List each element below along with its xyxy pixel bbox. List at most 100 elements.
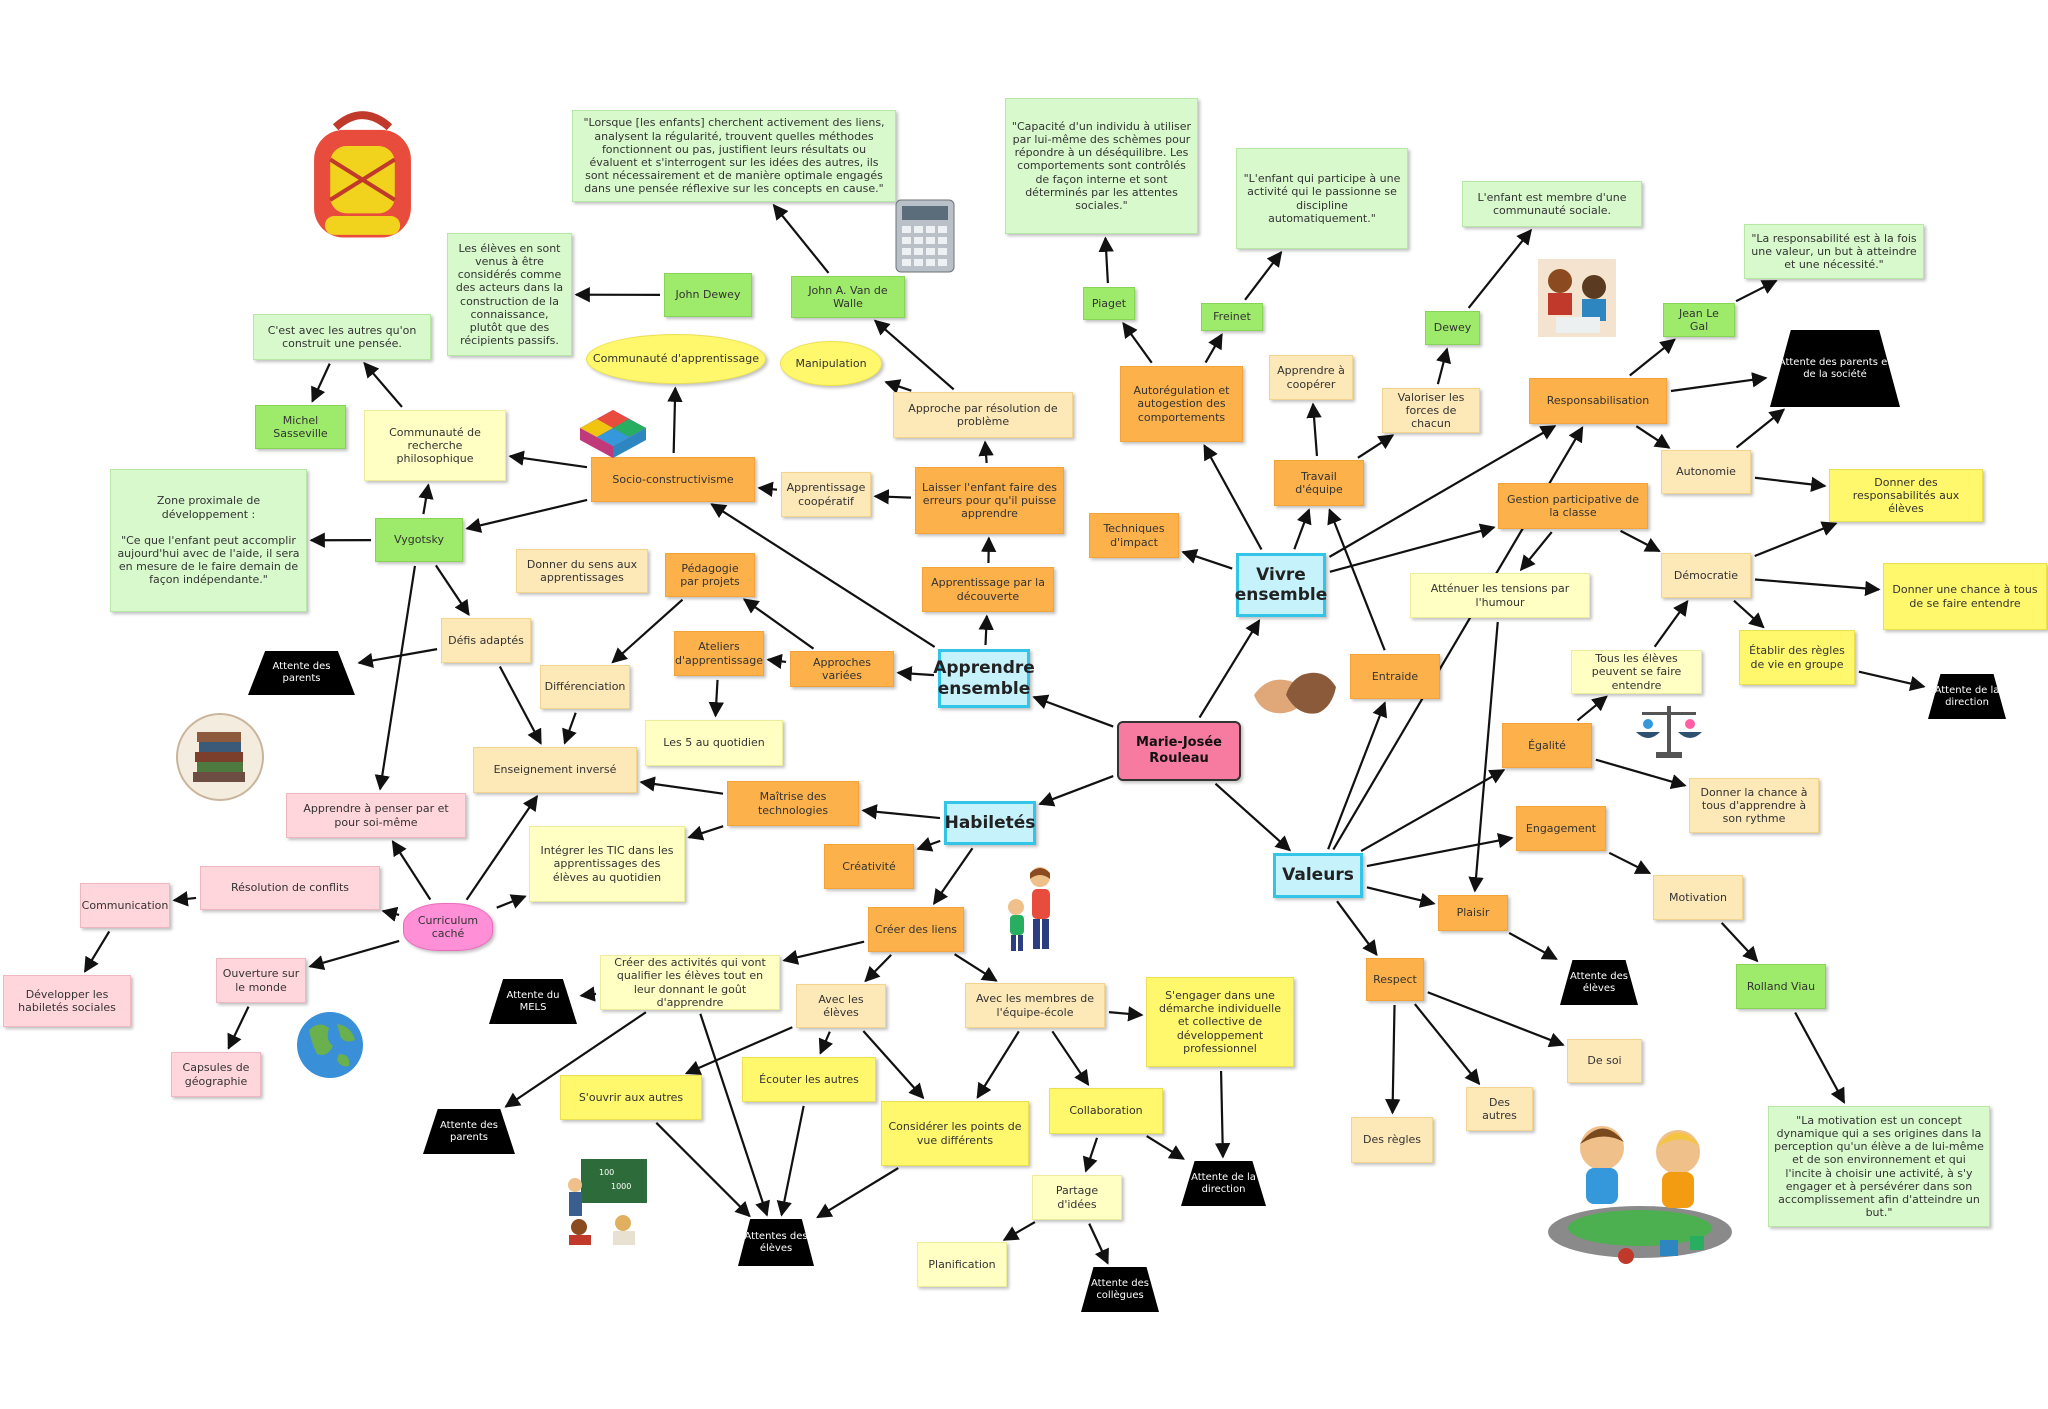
sengager-node[interactable]: S'engager dans une démarche individuelle… [1146,977,1294,1067]
branch-vivre-ensemble[interactable]: Vivre ensemble [1235,553,1327,617]
travail-equipe-node[interactable]: Travail d'équipe [1274,460,1364,506]
quote-autres[interactable]: C'est avec les autres qu'on construit un… [253,314,431,360]
developper-habiletes-node[interactable]: Développer les habiletés sociales [3,975,131,1027]
resolution-conflits-node[interactable]: Résolution de conflits [200,866,380,910]
author-freinet[interactable]: Freinet [1201,303,1263,331]
tous-eleves-node[interactable]: Tous les élèves peuvent se faire entendr… [1571,650,1702,694]
enseignement-inverse-node[interactable]: Enseignement inversé [473,747,637,793]
planification-node[interactable]: Planification [917,1242,1007,1287]
branch-habiletes[interactable]: Habiletés [944,801,1036,845]
author-vygotsky[interactable]: Vygotsky [375,518,463,562]
engagement-node[interactable]: Engagement [1516,806,1606,851]
creativite-node[interactable]: Créativité [824,844,914,889]
attente-direction-node[interactable]: Attente de la direction [1928,674,2006,719]
connector-arrow [699,1013,770,1217]
author-dewey[interactable]: Dewey [1425,311,1480,345]
quote-freinet[interactable]: "L'enfant qui participe à une activité q… [1236,148,1408,249]
democratie-node[interactable]: Démocratie [1661,553,1751,598]
attenuer-tensions-node[interactable]: Atténuer les tensions par l'humour [1410,573,1590,618]
collaboration-node[interactable]: Collaboration [1049,1088,1163,1134]
apprentissage-decouverte-node[interactable]: Apprentissage par la découverte [922,567,1054,612]
etablir-regles-node[interactable]: Établir des règles de vie en groupe [1739,630,1855,685]
souvrir-autres-node[interactable]: S'ouvrir aux autres [560,1075,702,1120]
connector-arrow [1427,991,1565,1048]
techniques-impact-node[interactable]: Techniques d'impact [1089,513,1179,558]
apprentissage-cooperatif-node[interactable]: Apprentissage coopératif [781,472,871,517]
partage-idees-node[interactable]: Partage d'idées [1032,1175,1122,1220]
gestion-participative-node[interactable]: Gestion participative de la classe [1498,483,1648,529]
books-icon [176,713,264,801]
attente-eleves-node[interactable]: Attente des élèves [1560,960,1638,1005]
autonomie-node[interactable]: Autonomie [1661,450,1751,494]
quote-motivation[interactable]: "La motivation est un concept dynamique … [1768,1106,1990,1227]
motivation-node[interactable]: Motivation [1653,875,1743,920]
approches-variees-node[interactable]: Approches variées [790,651,894,687]
apprendre-cooperer-node[interactable]: Apprendre à coopérer [1269,355,1353,400]
laisser-erreurs-node[interactable]: Laisser l'enfant faire des erreurs pour … [915,467,1064,534]
quote-eleves-venus[interactable]: Les élèves en sont venus à être considér… [447,233,572,356]
capsules-geographie-node[interactable]: Capsules de géographie [171,1052,261,1097]
donner-chance-entendre-node[interactable]: Donner une chance à tous de se faire ent… [1883,563,2047,630]
quote-responsabilite[interactable]: "La responsabilité est à la fois une val… [1744,224,1924,279]
manipulation-node[interactable]: Manipulation [780,341,882,386]
curriculum-cache-node[interactable]: Curriculum caché [403,903,493,951]
donner-responsabilites-node[interactable]: Donner des responsabilités aux élèves [1829,469,1983,522]
author-jean-le-gal[interactable]: Jean Le Gal [1663,303,1735,337]
connector-arrow [1293,508,1312,550]
differenciation-node[interactable]: Différenciation [540,665,630,709]
branch-apprendre-ensemble[interactable]: Apprendre ensemble [933,649,1035,708]
approche-resolution-node[interactable]: Approche par résolution de problème [893,392,1073,438]
author-piaget[interactable]: Piaget [1083,287,1135,320]
branch-valeurs[interactable]: Valeurs [1273,853,1363,898]
autoregulation-node[interactable]: Autorégulation et autogestion des compor… [1120,366,1243,442]
connector-arrow [1858,670,1926,692]
ateliers-apprentissage-node[interactable]: Ateliers d'apprentissage [674,631,764,676]
communication-node[interactable]: Communication [80,883,170,928]
considerer-points-node[interactable]: Considérer les points de vue différents [881,1101,1029,1166]
quote-lorsque[interactable]: "Lorsque [les enfants] cherchent activem… [572,110,896,202]
socio-constructivisme-node[interactable]: Socio-constructivisme [591,457,755,502]
entraide-node[interactable]: Entraide [1350,654,1440,699]
ouverture-monde-node[interactable]: Ouverture sur le monde [216,958,306,1003]
connector-arrow [667,386,683,454]
author-john-dewey[interactable]: John Dewey [664,273,752,317]
attente-direction-node-2[interactable]: Attente de la direction [1181,1161,1266,1206]
avec-eleves-node[interactable]: Avec les élèves [796,984,886,1028]
pedagogie-projets-node[interactable]: Pédagogie par projets [665,553,755,597]
author-michel-sasseville[interactable]: Michel Sasseville [255,405,346,449]
plaisir-node[interactable]: Plaisir [1438,895,1508,931]
de-soi-node[interactable]: De soi [1567,1039,1642,1083]
respect-node[interactable]: Respect [1366,958,1424,1001]
attente-mels-node[interactable]: Attente du MELS [489,979,577,1024]
author-van-de-walle[interactable]: John A. Van de Walle [791,276,905,318]
attentes-eleves-node-2[interactable]: Attentes des élèves [738,1219,814,1266]
donner-chance-rythme-node[interactable]: Donner la chance à tous d'apprendre à so… [1689,778,1819,833]
responsabilisation-node[interactable]: Responsabilisation [1529,378,1667,424]
donner-sens-node[interactable]: Donner du sens aux apprentissages [516,549,648,593]
egalite-node[interactable]: Égalité [1502,723,1592,768]
communaute-recherche-node[interactable]: Communauté de recherche philosophique [364,410,506,481]
maitrise-technologies-node[interactable]: Maîtrise des technologies [727,781,859,826]
quote-membre[interactable]: L'enfant est membre d'une communauté soc… [1462,181,1642,227]
creer-activites-node[interactable]: Créer des activités qui vont qualifier l… [600,955,780,1010]
author-rolland-viau[interactable]: Rolland Viau [1736,964,1826,1009]
des-autres-node[interactable]: Des autres [1466,1087,1533,1131]
creer-liens-node[interactable]: Créer des liens [868,907,964,952]
defis-adaptes-node[interactable]: Défis adaptés [441,618,531,663]
attente-parents-societe-node[interactable]: Attente des parents et de la société [1770,330,1900,407]
communaute-apprentissage-node[interactable]: Communauté d'apprentissage [586,334,766,384]
des-regles-node[interactable]: Des règles [1351,1117,1433,1163]
attente-collegues-node[interactable]: Attente des collègues [1081,1267,1159,1312]
apprendre-penser-node[interactable]: Apprendre à penser par et pour soi-même [286,793,466,838]
cinq-quotidien-node[interactable]: Les 5 au quotidien [645,720,783,766]
quote-zpd[interactable]: Zone proximale de développement : "Ce qu… [110,469,307,612]
integrer-tic-node[interactable]: Intégrer les TIC dans les apprentissages… [529,826,685,902]
ecouter-autres-node[interactable]: Écouter les autres [742,1057,876,1102]
quote-capacite[interactable]: "Capacité d'un individu à utiliser par l… [1005,98,1198,234]
attente-parents-node-2[interactable]: Attente des parents [423,1109,515,1154]
connector-arrow [1436,347,1452,385]
attente-parents-node[interactable]: Attente des parents [248,651,355,695]
valoriser-forces-node[interactable]: Valoriser les forces de chacun [1382,388,1480,433]
center-node[interactable]: Marie-Josée Rouleau [1117,721,1241,781]
avec-membres-node[interactable]: Avec les membres de l'équipe-école [965,983,1105,1028]
